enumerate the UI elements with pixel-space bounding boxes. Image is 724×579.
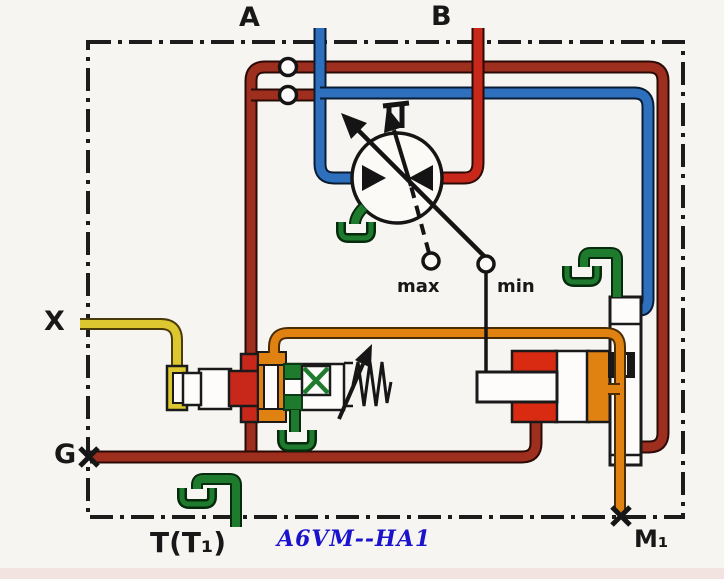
orifice-nozzle-icons xyxy=(277,56,299,106)
port-label-g: G xyxy=(54,439,77,470)
min-stop-pivot-icon xyxy=(476,254,496,274)
tank-icon xyxy=(279,430,315,450)
variable-arrow-icons xyxy=(341,107,488,260)
port-label-m1: M₁ xyxy=(634,525,669,553)
orifice-icon xyxy=(277,84,299,106)
pipe-g-gauge-line xyxy=(90,420,543,464)
max-stop-pivot-icon xyxy=(421,251,441,271)
displacement-label-min: min xyxy=(497,276,535,297)
orange-sleeve xyxy=(257,351,287,423)
port-label-b: B xyxy=(431,1,452,32)
port-label-a: A xyxy=(239,2,260,33)
flow-triangle-icon xyxy=(362,165,386,191)
scan-edge xyxy=(0,568,724,579)
drain-valve-spring-chamber xyxy=(562,247,623,297)
check-valve-icon xyxy=(300,364,332,397)
tank-icon xyxy=(338,222,374,241)
green-land xyxy=(283,394,303,411)
orifice-icon xyxy=(277,56,299,78)
enclosure-boundary xyxy=(86,40,685,519)
plugged-port-m1-icon xyxy=(610,505,632,527)
variable-motor-symbol xyxy=(341,100,496,274)
drain-motor-case xyxy=(336,202,376,243)
pipe-control-orange xyxy=(268,327,626,512)
piston-rod xyxy=(475,370,559,404)
pipe-port-a-blue xyxy=(313,28,655,317)
drain-to-port-t xyxy=(177,473,242,527)
port-label-t: T(T₁) xyxy=(150,526,227,559)
drain-ha1-valve xyxy=(277,410,317,452)
tank-icon xyxy=(179,488,215,507)
adjustable-spring-icon xyxy=(337,344,393,420)
port-label-x: X xyxy=(44,306,65,337)
model-title: A6VM--HA1 xyxy=(277,526,432,552)
displacement-label-max: max xyxy=(397,276,440,297)
pipe-port-b-red xyxy=(442,28,485,185)
ha1-control-valve xyxy=(165,344,393,424)
tank-icon xyxy=(564,266,600,285)
spool-red-block xyxy=(227,352,264,424)
plugged-port-g-icon xyxy=(78,446,100,468)
flow-triangle-icon xyxy=(409,165,433,191)
green-land xyxy=(283,363,303,380)
stroking-cylinder xyxy=(475,349,612,424)
pipe-x-pilot-yellow xyxy=(80,318,183,372)
